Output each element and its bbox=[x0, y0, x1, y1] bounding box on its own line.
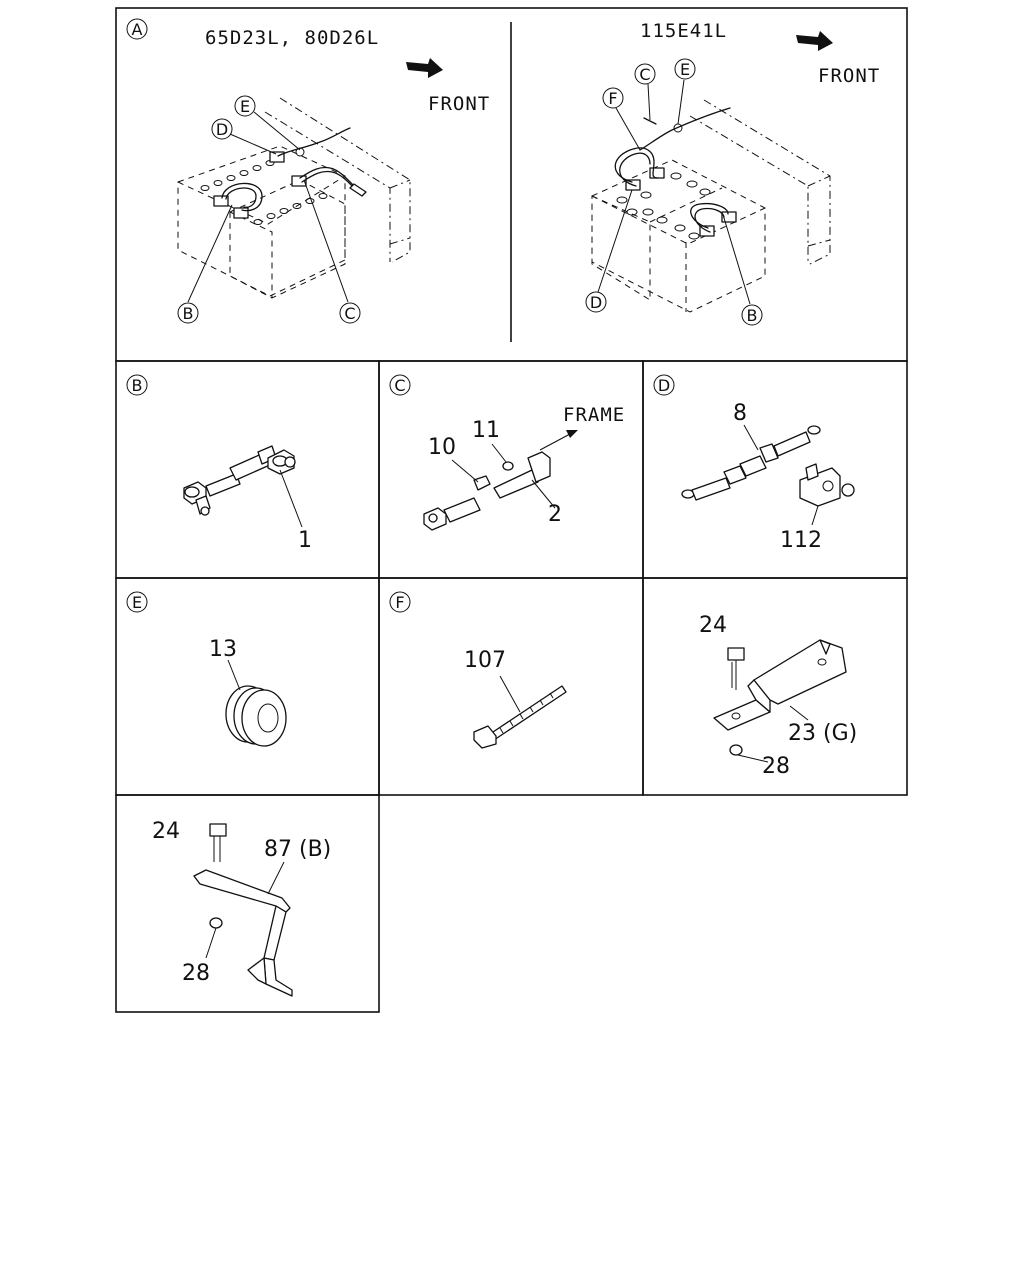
callout-c-left: C bbox=[339, 302, 361, 324]
part-number-8: 8 bbox=[733, 401, 747, 426]
callout-b-left: B bbox=[177, 302, 199, 324]
grommet-drawing bbox=[225, 659, 287, 747]
svg-text:A: A bbox=[132, 20, 143, 39]
frame-direction-label: FRAME bbox=[563, 404, 625, 426]
panel-f-frame bbox=[378, 577, 644, 796]
front-label-left: FRONT bbox=[428, 93, 490, 115]
battery-ground-cable-drawing bbox=[423, 430, 578, 531]
panel-a-callout: A bbox=[126, 18, 148, 40]
part-number-11: 11 bbox=[472, 418, 500, 443]
svg-text:E: E bbox=[132, 593, 142, 612]
panel-h-frame bbox=[115, 794, 380, 1013]
part-number-10: 10 bbox=[428, 435, 456, 460]
callout-b-right: B bbox=[741, 304, 763, 326]
svg-text:B: B bbox=[183, 304, 194, 323]
svg-text:C: C bbox=[344, 304, 355, 323]
battery-installation-right-drawing bbox=[591, 79, 831, 313]
svg-text:C: C bbox=[394, 376, 405, 395]
cable-tie-drawing bbox=[473, 675, 567, 749]
svg-text:D: D bbox=[658, 376, 670, 395]
battery-installation-left-drawing bbox=[177, 97, 411, 303]
front-arrow-icon-right bbox=[796, 31, 833, 51]
panel-d-callout: D bbox=[653, 374, 675, 396]
svg-text:F: F bbox=[395, 593, 404, 612]
svg-text:F: F bbox=[608, 89, 617, 108]
svg-text:E: E bbox=[240, 97, 250, 116]
part-number-1: 1 bbox=[298, 528, 312, 553]
part-number-24-b: 24 bbox=[152, 819, 180, 844]
bracket-g-drawing bbox=[713, 639, 847, 763]
part-number-28-b: 28 bbox=[182, 961, 210, 986]
panel-b-callout: B bbox=[126, 374, 148, 396]
svg-text:D: D bbox=[216, 120, 228, 139]
panel-e-callout: E bbox=[126, 591, 148, 613]
part-number-87-b: 87 (B) bbox=[264, 837, 331, 862]
part-number-2: 2 bbox=[548, 502, 562, 527]
panel-c-callout: C bbox=[389, 374, 411, 396]
part-number-107: 107 bbox=[464, 648, 506, 673]
front-arrow-icon bbox=[406, 58, 443, 78]
svg-text:B: B bbox=[747, 306, 758, 325]
part-number-23-g: 23 (G) bbox=[788, 721, 857, 746]
callout-d-left: D bbox=[211, 118, 233, 140]
part-number-112: 112 bbox=[780, 528, 822, 553]
svg-text:B: B bbox=[132, 376, 143, 395]
panel-d-frame bbox=[642, 360, 908, 579]
part-number-13: 13 bbox=[209, 637, 237, 662]
bracket-b-drawing bbox=[193, 823, 293, 997]
part-number-24-g: 24 bbox=[699, 613, 727, 638]
callout-e-right: E bbox=[674, 58, 696, 80]
battery-model-right-label: 115E41L bbox=[640, 20, 727, 42]
jumper-cable-part-drawing bbox=[183, 445, 303, 528]
positive-cable-drawing bbox=[681, 424, 855, 526]
svg-text:C: C bbox=[639, 65, 650, 84]
battery-model-left-label: 65D23L, 80D26L bbox=[205, 27, 379, 49]
front-label-right: FRONT bbox=[818, 65, 880, 87]
panel-g-frame bbox=[642, 577, 908, 796]
part-number-28-g: 28 bbox=[762, 754, 790, 779]
callout-d-right: D bbox=[585, 291, 607, 313]
svg-text:E: E bbox=[680, 60, 690, 79]
panel-f-callout: F bbox=[389, 591, 411, 613]
callout-e-left: E bbox=[234, 95, 256, 117]
svg-text:D: D bbox=[590, 293, 602, 312]
callout-c-right: C bbox=[634, 63, 656, 85]
callout-f-right: F bbox=[602, 87, 624, 109]
